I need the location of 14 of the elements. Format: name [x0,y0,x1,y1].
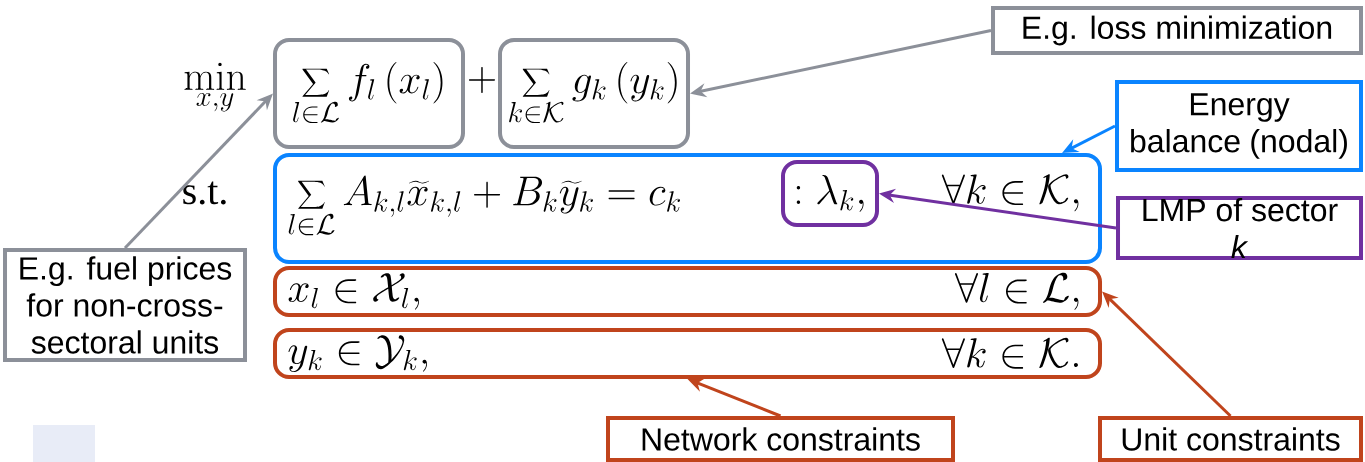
objective-term-box: $\sum_{l\in\mathcal{L}} f_l\left(x_l\right)$ [273,38,465,149]
callout-box: Network constraints [606,416,955,462]
dual-variable-box: $:\lambda_k,$ [781,160,879,227]
callout-box: Unit constraints [1098,416,1363,462]
constraint-label: s.t. [183,181,226,205]
callout-box: LMP of sector k [1116,195,1363,261]
constraint-box: $y_k \in \mathcal{Y}_k,$ $\forall k \in \mathcal{K}.$ [273,328,1102,379]
callout-box: E.g. loss minimization [991,6,1363,55]
objective-term-box: $\sum_{k\in\mathcal{K}} g_k\left(y_k\right)$ [498,38,690,149]
callout-box: Energy balance (nodal) [1115,80,1363,172]
constraint-box: $x_l \in \mathcal{X}_l,$ $\forall l \in \mathcal{L},$ [273,266,1102,317]
objective-operator: $\min_{x,y}$ [184,62,246,112]
plus-sign: $+$ [469,67,495,94]
callout-box: E.g. fuel prices for non-cross-sectoral units [3,248,247,362]
